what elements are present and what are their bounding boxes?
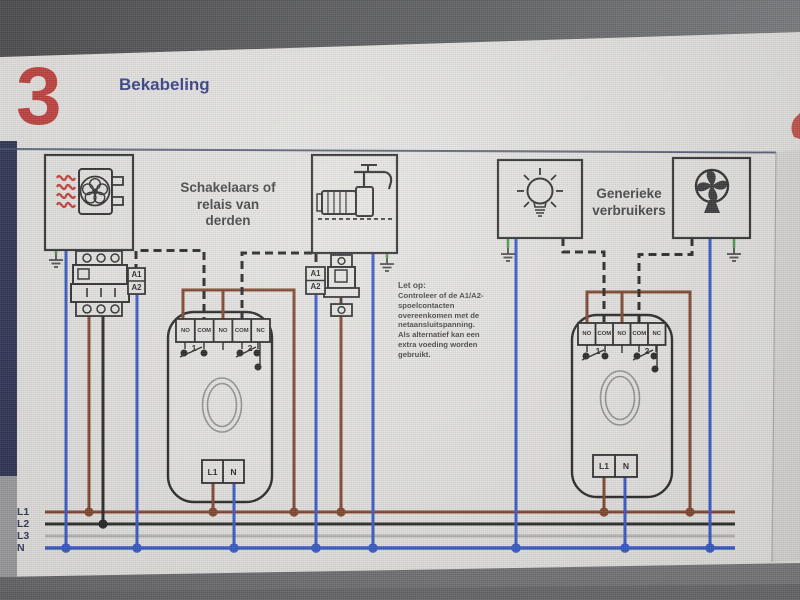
relay1-terminal-nc: NC xyxy=(256,327,265,334)
pump-relay-coil-a1: A1 xyxy=(310,269,321,278)
relay1-contact-2-number: 2 xyxy=(247,343,253,353)
relay1-terminal-no2: NO xyxy=(218,327,228,334)
pump-relay xyxy=(305,254,360,317)
third-party-label-line: Schakelaars of xyxy=(180,180,276,195)
relay2-terminal-com1: COM xyxy=(597,331,612,337)
warning-note-line: overeenkomen met de xyxy=(398,310,480,320)
light-bulb-icon xyxy=(517,168,563,217)
relay-1-contacts xyxy=(179,342,262,371)
relay2-terminal-nc: NC xyxy=(652,331,661,337)
warning-note-line: spoelcontacten xyxy=(398,300,455,310)
contactor-coil-a2: A2 xyxy=(131,283,142,292)
pump-relay-coil-a2: A2 xyxy=(310,282,321,291)
bus-label-l3: L3 xyxy=(17,530,30,542)
relay-1-terminal-block xyxy=(175,318,271,484)
relay2-terminal-no1: NO xyxy=(582,331,592,337)
page-title: Bekabeling xyxy=(119,75,210,94)
page-left-navy-edge xyxy=(0,141,17,476)
next-page-shade xyxy=(772,150,800,562)
warning-note-line: Controleer of de A1/A2- xyxy=(398,291,484,300)
relay1-terminal-com2: COM xyxy=(234,327,249,334)
relay-2-terminal-block xyxy=(577,322,667,478)
page-fold-line xyxy=(771,151,777,563)
desk-bottom-shadow xyxy=(0,584,800,600)
relay2-contact-2-number: 2 xyxy=(644,346,650,356)
desk-fan-icon xyxy=(694,168,730,213)
warning-note-line: extra voeding worden xyxy=(398,339,478,349)
heater-box xyxy=(43,153,135,252)
relay1-terminal-no1: NO xyxy=(180,327,190,334)
relay2-power-l1: L1 xyxy=(598,461,610,471)
next-page-red-fragment xyxy=(791,113,800,139)
relay1-contact-1-number: 1 xyxy=(191,343,197,353)
third-party-label-line: derden xyxy=(205,213,251,228)
pump-box xyxy=(310,153,399,255)
warning-note-line: gebruikt. xyxy=(398,349,431,359)
earth-ground-icons xyxy=(49,248,741,272)
third-party-label: Schakelaars of relais van derden xyxy=(176,180,280,230)
relay2-power-n: N xyxy=(622,461,630,471)
warning-note: Let op: Controleer of de A1/A2- spoelcon… xyxy=(398,280,516,360)
warning-note-line: netaansluitspanning. xyxy=(398,320,475,330)
generic-consumers-line: verbruikers xyxy=(592,202,666,218)
bus-label-l2: L2 xyxy=(17,518,30,530)
relay2-terminal-no2: NO xyxy=(617,331,627,337)
contactor-coil-a1: A1 xyxy=(131,270,142,279)
relay-1-button xyxy=(201,377,243,433)
warning-note-title: Let op: xyxy=(398,280,426,290)
desk-top-band xyxy=(0,0,800,57)
control-dashed-wires xyxy=(134,238,694,325)
relay-2-contacts xyxy=(581,345,659,373)
relay-2-button xyxy=(599,370,641,426)
pump-icon xyxy=(316,164,393,220)
warning-note-line: Als alternatief kan een xyxy=(398,330,480,340)
neutral-wires xyxy=(64,238,712,548)
generic-consumers-label: Generieke verbruikers xyxy=(582,186,676,219)
bus-label-n: N xyxy=(17,542,25,554)
relay2-contact-1-number: 1 xyxy=(595,346,601,356)
third-party-label-line: relais van xyxy=(196,196,260,212)
header-rule xyxy=(0,148,777,154)
step-number: 3 xyxy=(16,51,62,142)
junction-dots xyxy=(61,507,715,553)
relay1-terminal-com1: COM xyxy=(197,327,212,334)
earth-wires xyxy=(54,238,736,258)
relay1-power-n: N xyxy=(230,466,237,477)
page-left-lower-edge xyxy=(0,476,17,577)
bus-lines xyxy=(45,510,735,550)
generic-consumers-line: Generieke xyxy=(596,186,662,201)
heater-fan-icon xyxy=(55,168,124,215)
relay1-power-l1: L1 xyxy=(207,466,218,477)
relay-1-body xyxy=(166,310,274,504)
relay2-terminal-com2: COM xyxy=(632,331,647,337)
fan-box xyxy=(671,156,752,240)
bulb-box xyxy=(496,158,584,240)
contactor xyxy=(70,250,146,317)
bus-label-l1: L1 xyxy=(17,506,30,518)
